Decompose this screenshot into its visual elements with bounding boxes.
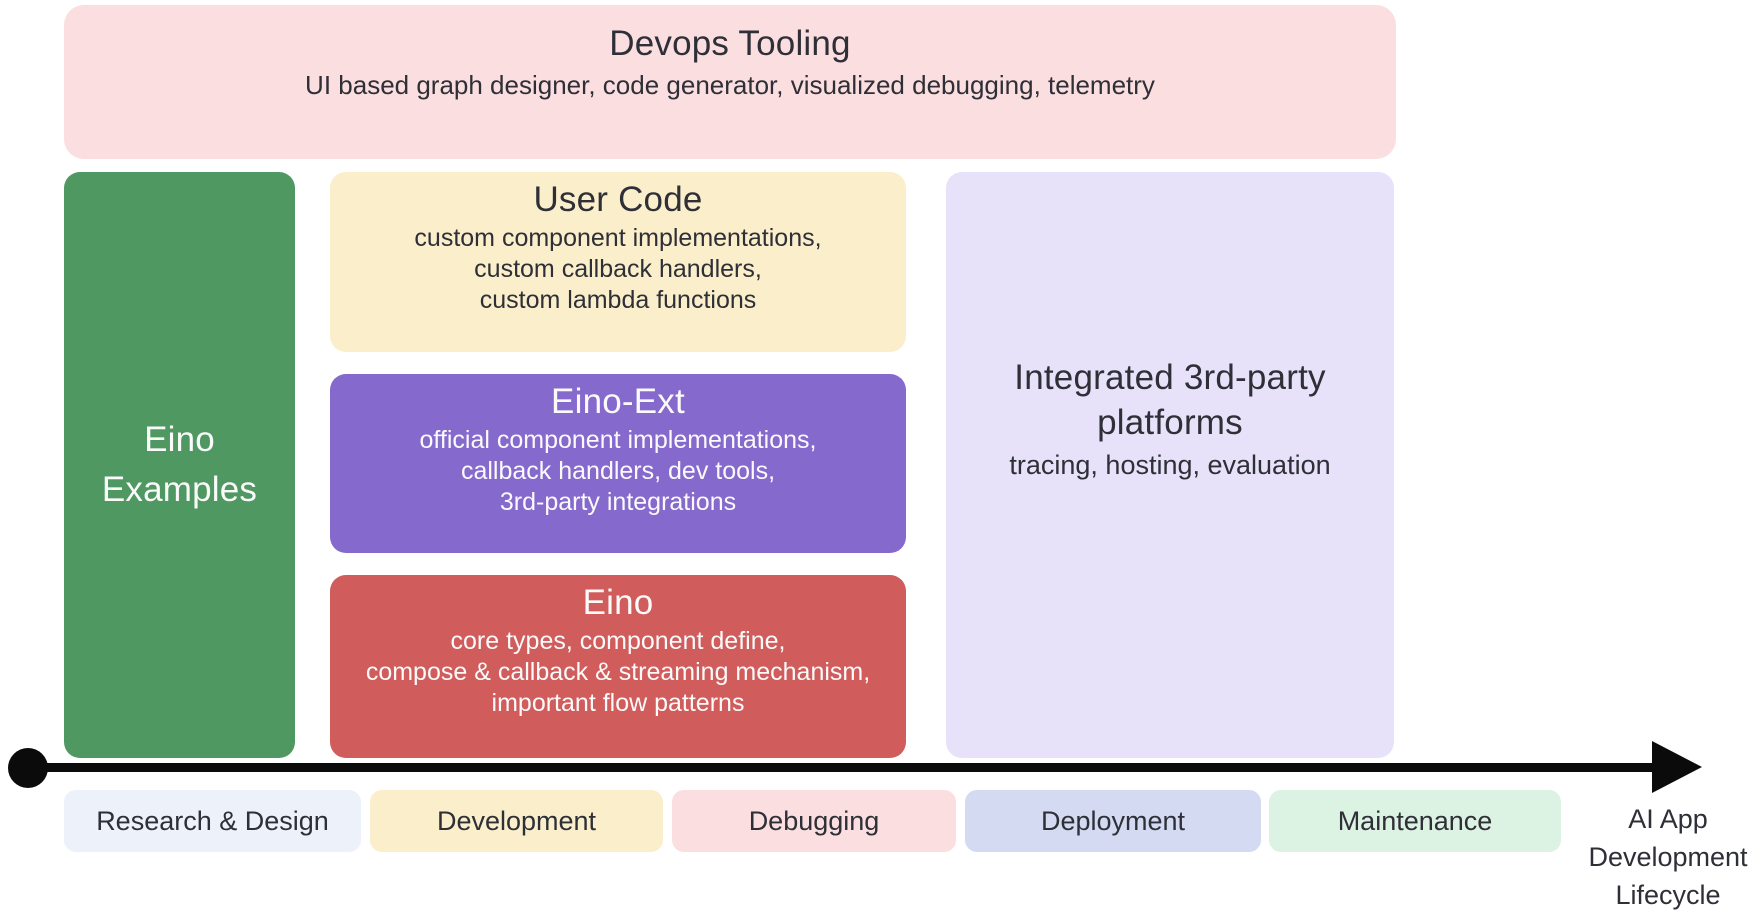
eino-ext-box: Eino-Ext official component implementati… [330,374,906,553]
eino-examples-box: Eino Examples [64,172,295,758]
user-code-line: custom callback handlers, [474,255,762,283]
phase-label: Research & Design [96,805,329,836]
devops-tooling-title: Devops Tooling [609,24,851,63]
phase-research-design: Research & Design [64,790,361,852]
user-code-line: custom lambda functions [479,286,757,314]
caption-line: Lifecycle [1615,880,1721,910]
phase-maintenance: Maintenance [1269,790,1561,852]
eino-title: Eino [582,583,654,622]
timeline-arrowhead-icon [1652,741,1702,793]
phase-debugging: Debugging [672,790,956,852]
eino-examples-title-line-1: Eino [144,420,215,459]
phase-development: Development [370,790,663,852]
integrated-platforms-box: Integrated 3rd-party platforms tracing, … [946,172,1394,758]
devops-tooling-box: Devops Tooling UI based graph designer, … [64,5,1396,159]
lifecycle-axis-caption: AI App Development Lifecycle [1576,800,1760,914]
timeline-axis-line [28,763,1656,772]
caption-line: Development [1588,842,1748,872]
user-code-line: custom component implementations, [414,224,822,252]
eino-ext-line: callback handlers, dev tools, [460,457,776,485]
caption-line: AI App [1628,804,1708,834]
integrated-platforms-title-line-1: Integrated 3rd-party [1014,358,1326,397]
eino-line: important flow patterns [491,689,745,717]
phase-label: Debugging [748,805,880,836]
phase-deployment: Deployment [965,790,1261,852]
eino-line: core types, component define, [450,627,786,655]
phase-label: Maintenance [1337,805,1493,836]
user-code-title: User Code [533,180,703,219]
eino-line: compose & callback & streaming mechanism… [365,658,871,686]
user-code-box: User Code custom component implementatio… [330,172,906,352]
phase-label: Deployment [1040,805,1186,836]
integrated-platforms-subtitle: tracing, hosting, evaluation [1009,450,1331,480]
eino-examples-title-line-2: Examples [101,470,258,509]
phase-label: Development [436,805,597,836]
eino-ext-title: Eino-Ext [551,382,685,421]
eino-ext-line: official component implementations, [419,426,817,454]
eino-box: Eino core types, component define, compo… [330,575,906,758]
eino-ext-line: 3rd-party integrations [499,488,737,516]
integrated-platforms-title-line-2: platforms [1097,403,1243,442]
devops-tooling-subtitle: UI based graph designer, code generator,… [305,70,1155,100]
